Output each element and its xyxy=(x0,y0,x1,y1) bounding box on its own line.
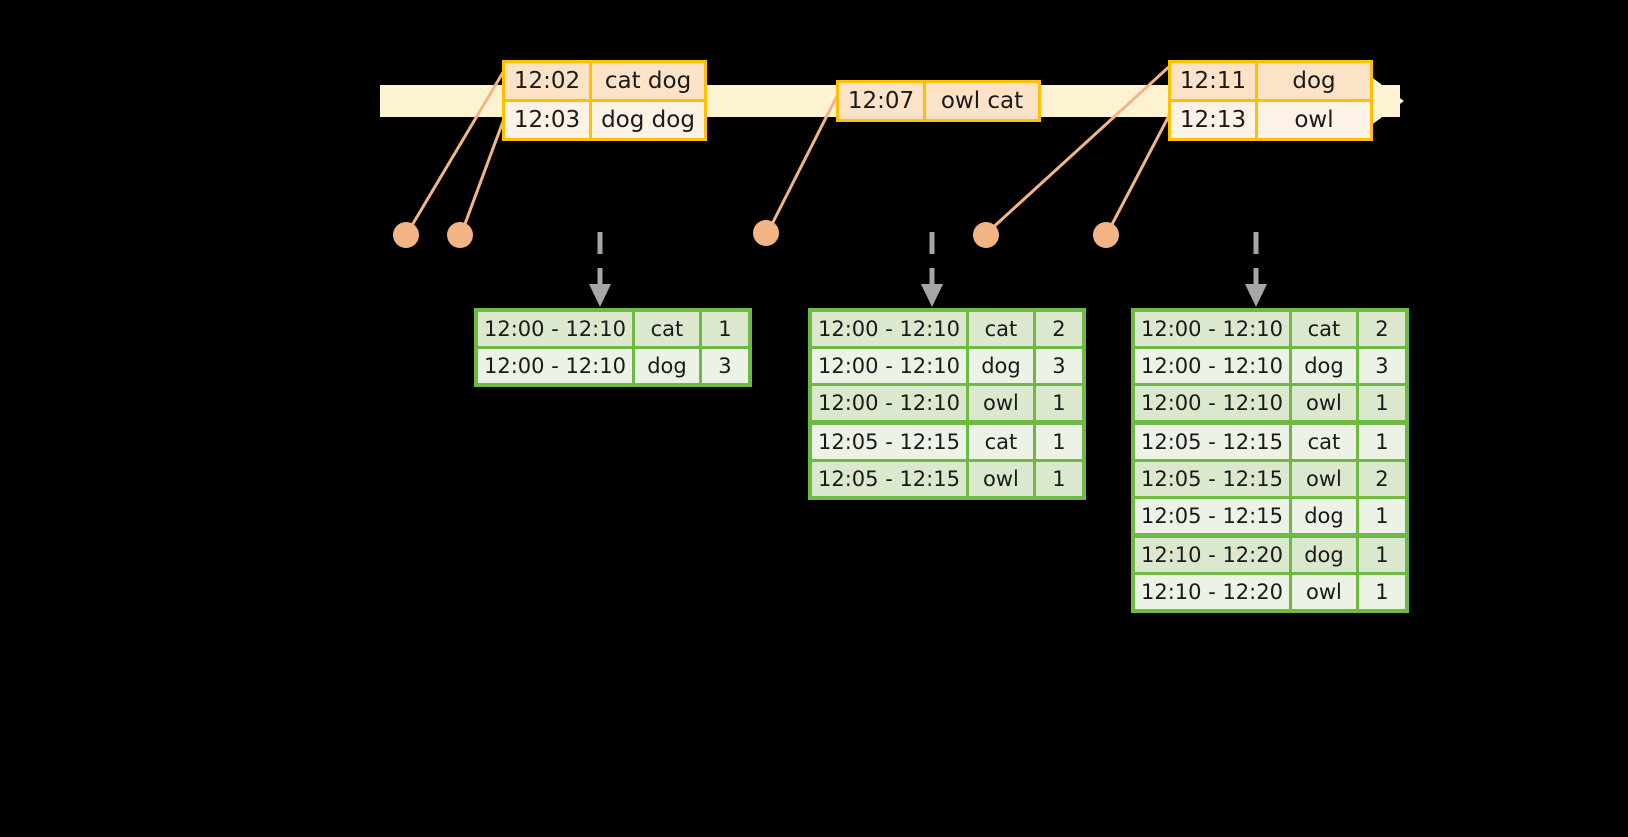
word-cell: owl xyxy=(1288,459,1356,496)
event-words: dog xyxy=(1255,63,1370,99)
count-cell: 1 xyxy=(1032,383,1082,420)
word-cell: cat xyxy=(965,312,1033,346)
window-cell: 12:10 - 12:20 xyxy=(1135,572,1289,609)
event-dot-2 xyxy=(447,222,473,248)
table-row: 12:00 - 12:10 cat 2 xyxy=(1135,312,1405,346)
window-cell: 12:00 - 12:10 xyxy=(478,346,632,383)
window-cell: 12:05 - 12:15 xyxy=(1135,420,1289,459)
count-cell: 1 xyxy=(1355,572,1405,609)
word-cell: cat xyxy=(965,420,1033,459)
result-table-3[interactable]: 12:00 - 12:10 cat 2 12:00 - 12:10 dog 3 … xyxy=(1131,308,1409,613)
event-words: dog dog xyxy=(589,99,704,138)
event-row: 12:03 dog dog xyxy=(505,99,704,138)
event-words: owl xyxy=(1255,99,1370,138)
window-cell: 12:05 - 12:15 xyxy=(812,459,966,496)
table-row: 12:10 - 12:20 dog 1 xyxy=(1135,533,1405,572)
word-cell: dog xyxy=(1288,346,1356,383)
result-table-2[interactable]: 12:00 - 12:10 cat 2 12:00 - 12:10 dog 3 … xyxy=(808,308,1086,500)
event-group-2[interactable]: 12:07 owl cat xyxy=(836,80,1041,122)
count-cell: 3 xyxy=(698,346,748,383)
count-cell: 3 xyxy=(1032,346,1082,383)
event-dot-5 xyxy=(1093,222,1119,248)
event-words: cat dog xyxy=(589,63,704,99)
event-time: 12:07 xyxy=(839,83,923,119)
table-row: 12:05 - 12:15 cat 1 xyxy=(812,420,1082,459)
table-row: 12:00 - 12:10 owl 1 xyxy=(1135,383,1405,420)
count-cell: 1 xyxy=(1355,420,1405,459)
connector-line-5 xyxy=(1106,109,1174,233)
count-cell: 1 xyxy=(1032,459,1082,496)
table-row: 12:00 - 12:10 dog 3 xyxy=(812,346,1082,383)
word-cell: owl xyxy=(965,383,1033,420)
event-row: 12:13 owl xyxy=(1171,99,1370,138)
word-cell: cat xyxy=(1288,312,1356,346)
word-cell: dog xyxy=(965,346,1033,383)
word-cell: owl xyxy=(1288,383,1356,420)
table-row: 12:05 - 12:15 dog 1 xyxy=(1135,496,1405,533)
dashed-arrow-2 xyxy=(921,232,943,307)
word-cell: cat xyxy=(631,312,699,346)
timeline-arrow-head xyxy=(1370,76,1404,126)
table-row: 12:05 - 12:15 cat 1 xyxy=(1135,420,1405,459)
dashed-arrow-1 xyxy=(589,232,611,307)
table-row: 12:05 - 12:15 owl 1 xyxy=(812,459,1082,496)
event-group-3[interactable]: 12:11 dog 12:13 owl xyxy=(1168,60,1373,141)
table-row: 12:05 - 12:15 owl 2 xyxy=(1135,459,1405,496)
event-time: 12:03 xyxy=(505,99,589,138)
window-cell: 12:00 - 12:10 xyxy=(812,383,966,420)
word-cell: dog xyxy=(631,346,699,383)
count-cell: 2 xyxy=(1355,312,1405,346)
table-row: 12:00 - 12:10 owl 1 xyxy=(812,383,1082,420)
event-words: owl cat xyxy=(923,83,1038,119)
event-time: 12:13 xyxy=(1171,99,1255,138)
word-cell: cat xyxy=(1288,420,1356,459)
table-row: 12:00 - 12:10 cat 1 xyxy=(478,312,748,346)
window-cell: 12:00 - 12:10 xyxy=(812,312,966,346)
count-cell: 1 xyxy=(1355,383,1405,420)
word-cell: owl xyxy=(965,459,1033,496)
word-cell: dog xyxy=(1288,533,1356,572)
window-cell: 12:00 - 12:10 xyxy=(1135,383,1289,420)
count-cell: 1 xyxy=(1032,420,1082,459)
table-row: 12:00 - 12:10 cat 2 xyxy=(812,312,1082,346)
count-cell: 3 xyxy=(1355,346,1405,383)
word-cell: owl xyxy=(1288,572,1356,609)
table-row: 12:00 - 12:10 dog 3 xyxy=(1135,346,1405,383)
window-cell: 12:05 - 12:15 xyxy=(1135,459,1289,496)
result-table-1[interactable]: 12:00 - 12:10 cat 1 12:00 - 12:10 dog 3 xyxy=(474,308,752,387)
event-dot-1 xyxy=(393,222,419,248)
window-cell: 12:00 - 12:10 xyxy=(478,312,632,346)
event-dot-3 xyxy=(753,220,779,246)
word-cell: dog xyxy=(1288,496,1356,533)
window-cell: 12:00 - 12:10 xyxy=(812,346,966,383)
window-cell: 12:00 - 12:10 xyxy=(1135,312,1289,346)
window-cell: 12:05 - 12:15 xyxy=(812,420,966,459)
event-row: 12:07 owl cat xyxy=(839,83,1038,119)
count-cell: 1 xyxy=(1355,533,1405,572)
dashed-arrow-3 xyxy=(1245,232,1267,307)
event-time: 12:11 xyxy=(1171,63,1255,99)
event-group-1[interactable]: 12:02 cat dog 12:03 dog dog xyxy=(502,60,707,141)
count-cell: 2 xyxy=(1355,459,1405,496)
event-dot-4 xyxy=(973,222,999,248)
count-cell: 1 xyxy=(698,312,748,346)
window-cell: 12:00 - 12:10 xyxy=(1135,346,1289,383)
event-row: 12:11 dog xyxy=(1171,63,1370,99)
window-cell: 12:05 - 12:15 xyxy=(1135,496,1289,533)
table-row: 12:00 - 12:10 dog 3 xyxy=(478,346,748,383)
window-cell: 12:10 - 12:20 xyxy=(1135,533,1289,572)
count-cell: 1 xyxy=(1355,496,1405,533)
event-row: 12:02 cat dog xyxy=(505,63,704,99)
event-time: 12:02 xyxy=(505,63,589,99)
count-cell: 2 xyxy=(1032,312,1082,346)
table-row: 12:10 - 12:20 owl 1 xyxy=(1135,572,1405,609)
